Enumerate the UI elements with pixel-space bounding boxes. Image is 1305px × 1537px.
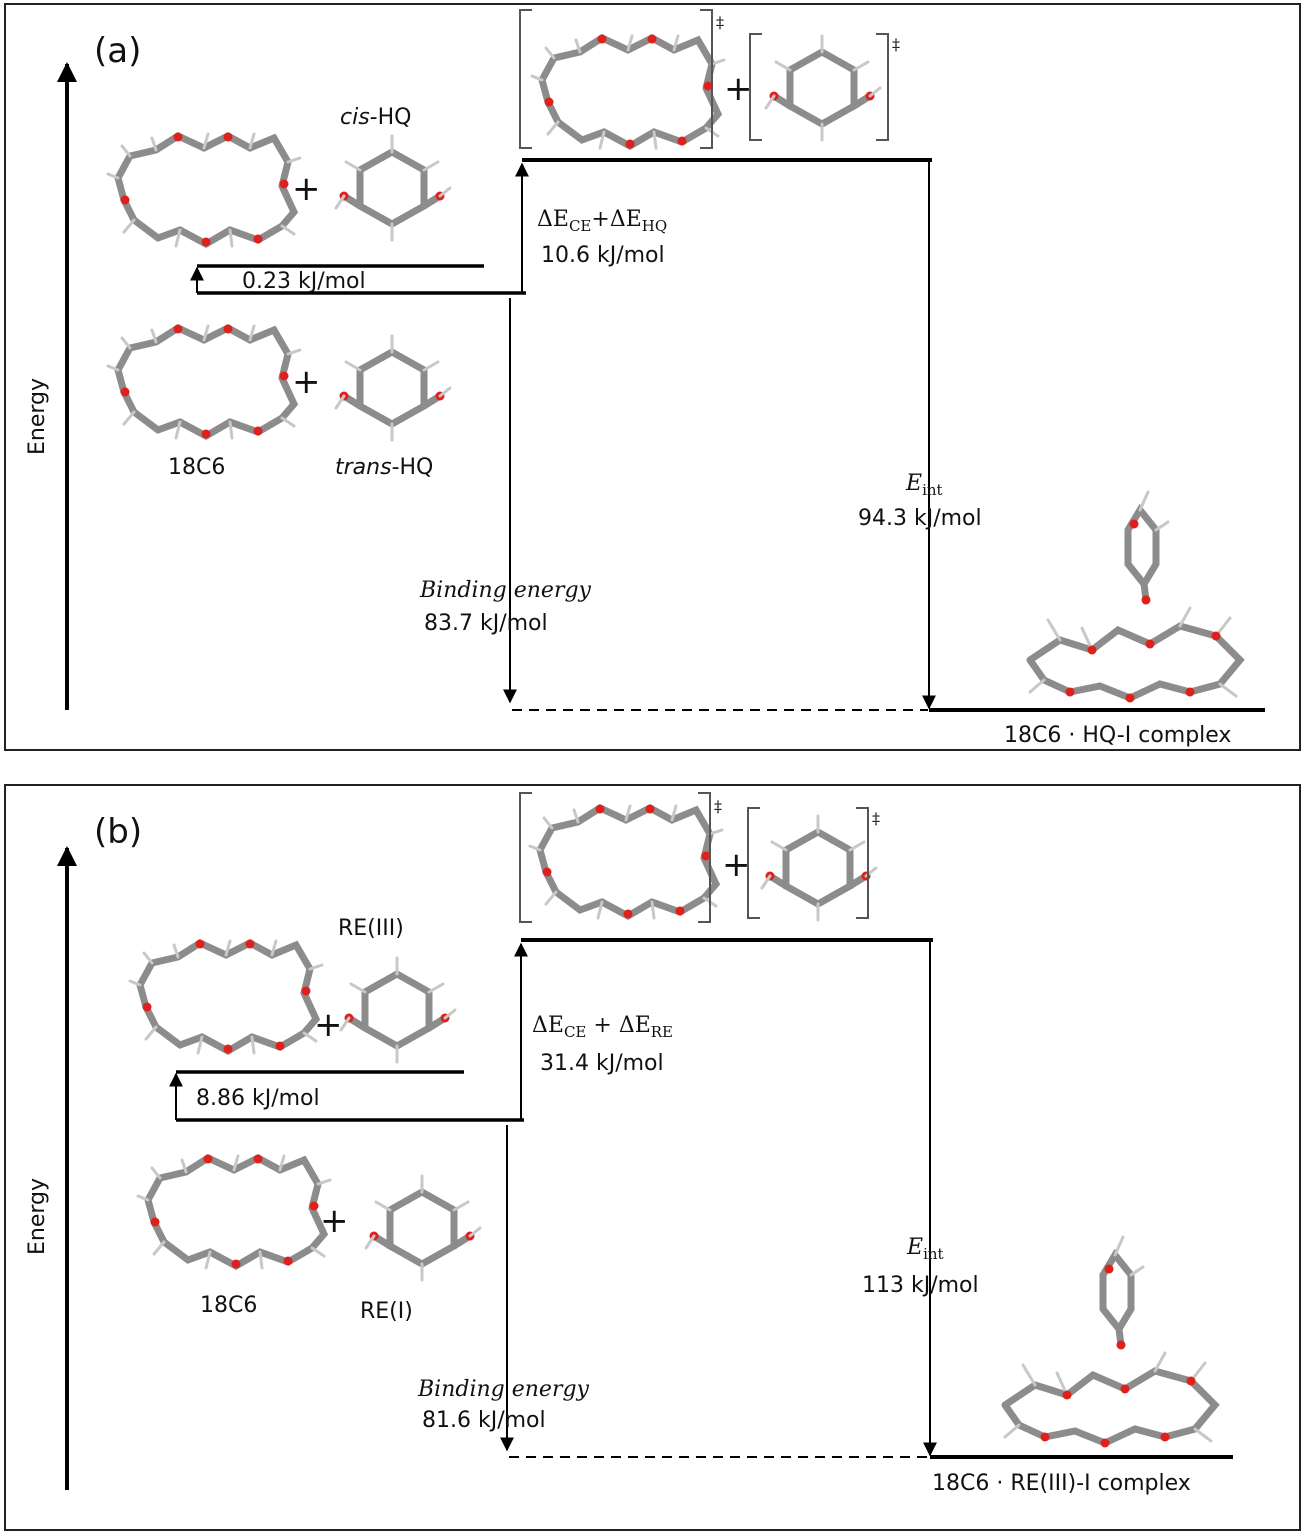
panel-a-bracket-left-1 [519,9,532,149]
panel-a-bracket-left-2 [749,33,762,141]
panel-b-label: (b) [94,812,142,852]
panel-b-deformed-re [762,816,876,920]
panel-a-deformation-label: ΔECE+ΔEHQ [537,207,667,235]
panel-b-gap-value: 8.86 kJ/mol [196,1086,320,1111]
panel-a-deformed-crown [532,35,724,149]
panel-a-deformed-hq [766,36,880,140]
panel-b-re1-molecule [366,1176,480,1280]
panel-b-re3-molecule [341,958,455,1062]
panel-a-deformed-species: ‡ + ‡ [519,9,900,149]
panel-b-crown-lower [138,1155,330,1269]
panel-b-18c6-label: 18C6 [200,1293,257,1318]
panel-a-cis-hq-label: cis-HQ [340,105,411,130]
panel-a-trans-hq-molecule [336,336,450,440]
panel-a-gap-value: 0.23 kJ/mol [242,269,366,294]
panel-b-deformation-value: 31.4 kJ/mol [540,1051,664,1076]
panel-b-energy-axis-label: Energy [25,1178,50,1255]
panel-a-complex-label: 18C6 · HQ-I complex [1004,723,1231,748]
panel-b-complex-structure [1005,1237,1215,1448]
panel-a-dagger-1: ‡ [716,13,724,32]
panel-a-bracket-right-2 [876,33,889,141]
panel-b-deformed-crown [530,805,722,919]
panel-a-binding-value: 83.7 kJ/mol [424,611,548,636]
panel-a-trans-hq-label: trans-HQ [335,455,433,480]
panel-a-bracket-right-1 [700,9,713,149]
panel-b-complex-label: 18C6 · RE(III)-I complex [932,1471,1191,1496]
panel-a-interaction-label: Eint [905,471,943,499]
panel-b-binding-value: 81.6 kJ/mol [422,1408,546,1433]
panel-a-crown-lower [108,325,300,439]
panel-b-deformation-label: ΔECE + ΔERE [532,1013,673,1041]
panel-b-deformed-species: ‡ + ‡ [519,792,880,923]
panel-b-interaction-value: 113 kJ/mol [862,1273,979,1298]
panel-b-bracket-right-2 [856,807,869,919]
panel-a-label: (a) [94,31,141,71]
panel-b-dagger-1: ‡ [714,797,722,816]
panel-a-interaction-value: 94.3 kJ/mol [858,506,982,531]
panel-b-binding-label: Binding energy [417,1377,590,1402]
panel-a-frame [4,3,1301,751]
panel-b-dagger-2: ‡ [872,809,880,828]
panel-a-dagger-2: ‡ [892,35,900,54]
panel-a: (a) Energy + cis-HQ 0.23 kJ/mol + 18C6 t… [4,3,1301,751]
panel-a-cis-hq-molecule [336,136,450,240]
panel-b-re1-label: RE(I) [360,1299,413,1324]
panel-b-interaction-label: Eint [906,1235,944,1263]
panel-b-bracket-left-1 [519,792,532,923]
panel-b-plus-ts: + [722,845,751,885]
panel-a-deformation-value: 10.6 kJ/mol [541,243,665,268]
panel-a-plus-ts: + [724,69,753,109]
panel-b: (b) Energy + RE(III) 8.86 kJ/mol + 18C6 … [4,784,1301,1531]
panel-a-18c6-label: 18C6 [168,455,225,480]
panel-b-re3-label: RE(III) [338,916,404,941]
panel-a-energy-axis-label: Energy [25,378,50,455]
panel-b-frame [4,784,1301,1531]
panel-b-bracket-right-1 [698,792,711,923]
panel-a-plus-lower: + [292,362,321,402]
panel-a-binding-label: Binding energy [419,578,592,603]
panel-b-crown-upper [130,940,322,1054]
panel-b-plus-lower: + [320,1201,349,1241]
panel-b-plus-upper: + [314,1005,343,1045]
panel-b-bracket-left-2 [747,807,760,919]
panel-a-plus-upper: + [292,169,321,209]
panel-a-complex-structure [1030,492,1240,703]
panel-a-crown-upper [108,133,300,247]
